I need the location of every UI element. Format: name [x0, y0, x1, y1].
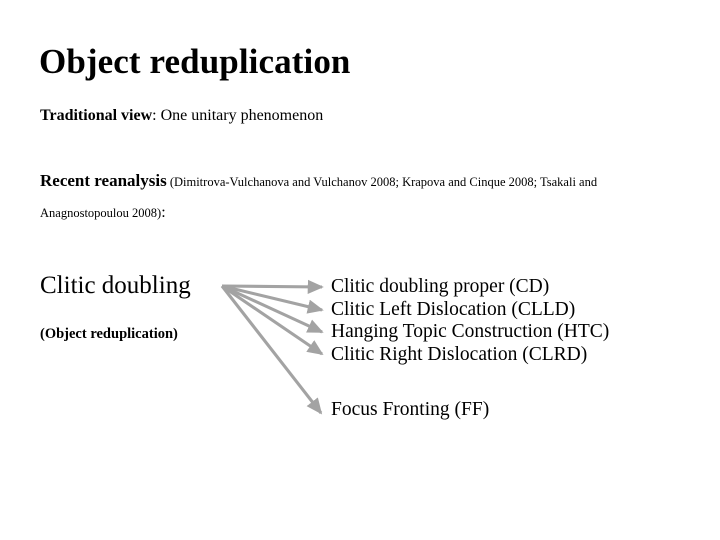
- recent-reanalysis-label: Recent reanalysis: [40, 171, 167, 190]
- arrow-2: [221, 284, 324, 314]
- list-item: Clitic Left Dislocation (CLLD): [331, 298, 576, 320]
- left-subterm-object-reduplication: (Object reduplication): [40, 326, 178, 342]
- list-item: Clitic Right Dislocation (CLRD): [331, 343, 588, 365]
- recent-reanalysis-citation: (Dimitrova-Vulchanova and Vulchanov 2008…: [40, 175, 598, 221]
- recent-reanalysis-colon: :: [161, 204, 166, 222]
- list-item-focus-fronting: Focus Fronting (FF): [331, 399, 490, 420]
- construction-list: Clitic doubling proper (CD) Clitic Left …: [331, 276, 609, 366]
- traditional-view-line: Traditional view: One unitary phenomenon: [40, 107, 323, 125]
- traditional-view-text: : One unitary phenomenon: [152, 107, 324, 124]
- left-term-clitic-doubling: Clitic doubling: [40, 272, 191, 299]
- arrow-1: [221, 279, 324, 294]
- list-item: Hanging Topic Construction (HTC): [331, 321, 610, 342]
- traditional-view-label: Traditional view: [40, 107, 153, 124]
- page-title: Object reduplication: [39, 42, 351, 81]
- recent-reanalysis-paragraph: Recent reanalysis (Dimitrova-Vulchanova …: [40, 164, 680, 228]
- arrow-3: [221, 284, 324, 334]
- arrow-4: [221, 284, 324, 356]
- list-item: Clitic doubling proper (CD): [331, 276, 550, 297]
- arrow-5: [220, 285, 323, 415]
